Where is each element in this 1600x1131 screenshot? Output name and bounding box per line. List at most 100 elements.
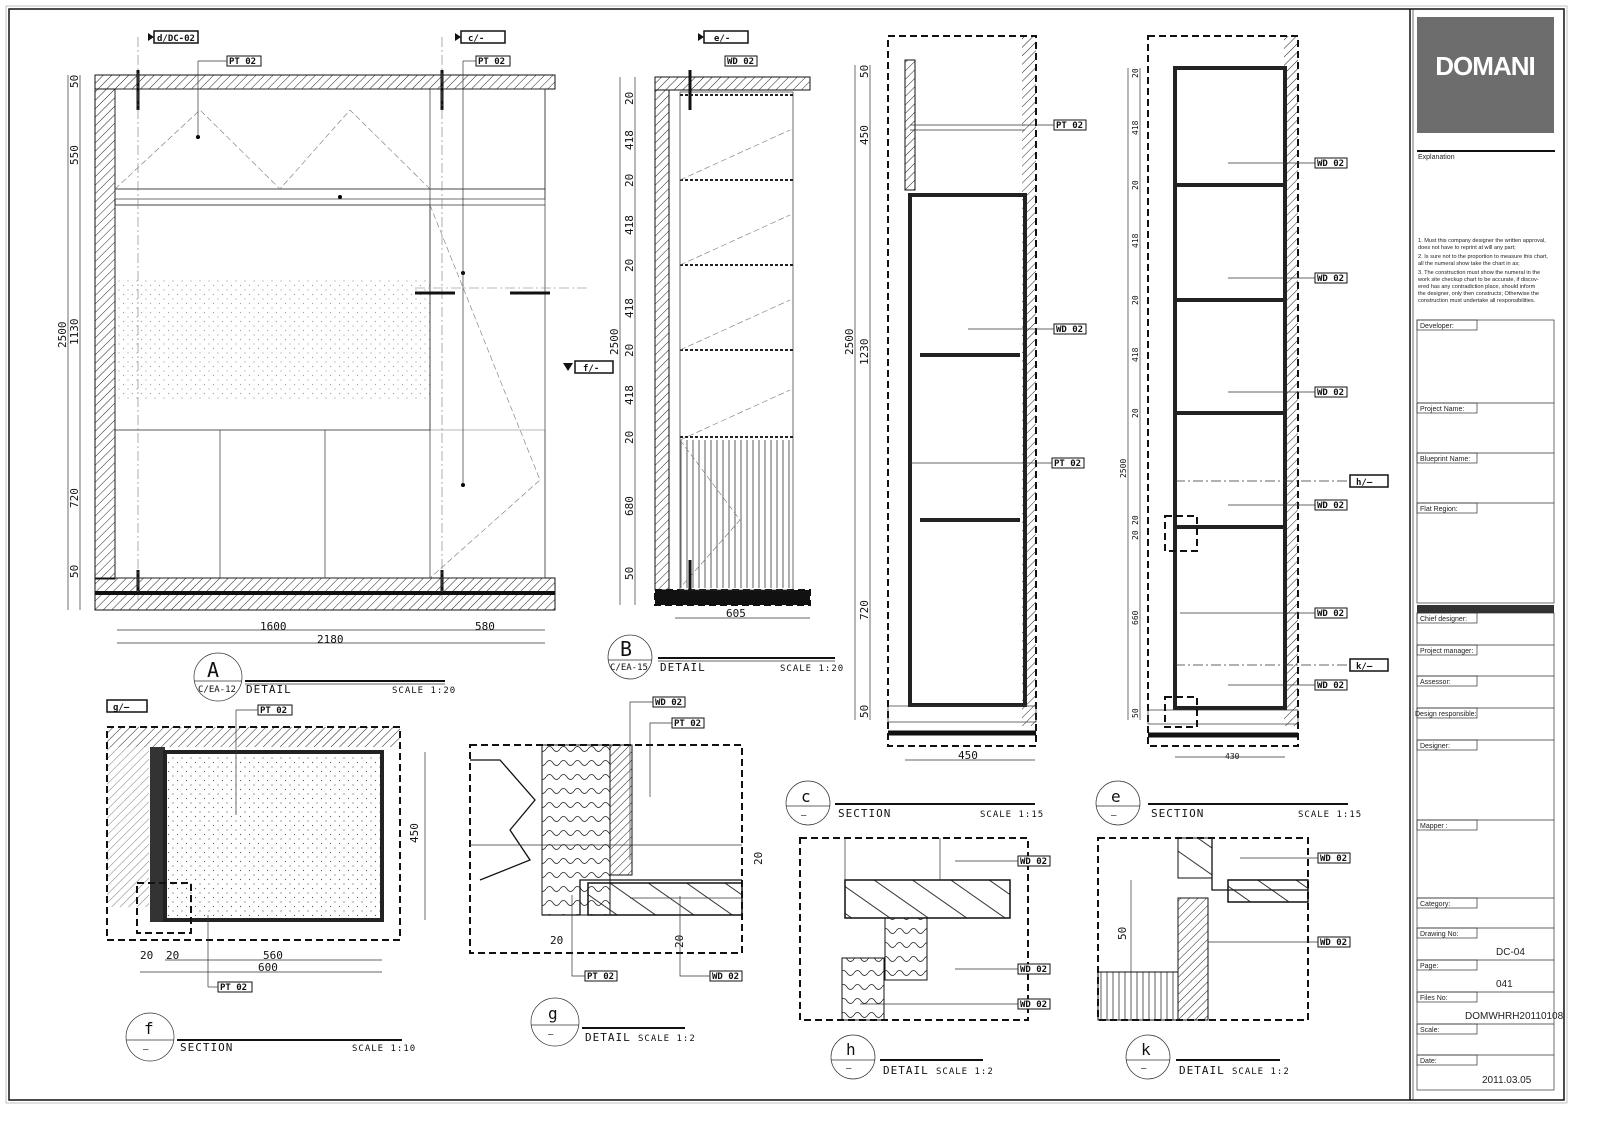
field-label: Date: <box>1420 1058 1437 1065</box>
section-tag[interactable]: h/— <box>1356 478 1373 488</box>
page-number: 041 <box>1496 979 1513 990</box>
section-tag[interactable]: f/- <box>583 364 599 374</box>
field-label: Files No: <box>1420 995 1448 1002</box>
section-tag[interactable]: d/DC-02 <box>157 34 195 44</box>
field-label: Project manager: <box>1420 648 1473 655</box>
drawing-date: 2011.03.05 <box>1482 1075 1532 1086</box>
view-title: DETAIL <box>1179 1064 1225 1077</box>
material-tag: WD 02 <box>1317 609 1344 619</box>
dim-label: 1600 <box>260 620 287 633</box>
dim-label: 50 <box>68 565 81 578</box>
view-title: DETAIL <box>660 661 706 674</box>
view-scale: SCALE 1:10 <box>352 1044 416 1054</box>
dim-label: 20 <box>752 852 765 865</box>
field-label: Drawing No: <box>1420 931 1459 938</box>
dim-label: 2500 <box>56 322 69 349</box>
dim-label: 20 <box>1131 515 1140 525</box>
field-label: Blueprint Name: <box>1420 456 1470 463</box>
svg-text:ered has any contradiction pla: ered has any contradiction place, should… <box>1418 284 1536 290</box>
dim-label: 20 <box>1131 530 1140 540</box>
view-scale: SCALE 1:20 <box>780 664 844 674</box>
dim-label: 418 <box>623 130 636 150</box>
dim-label: 580 <box>475 620 495 633</box>
dim-label: 20 <box>140 949 153 962</box>
material-tag: WD 02 <box>727 57 754 67</box>
view-f-section: g/— PT 02 PT 02 450 560 600 20 20 f — SE… <box>106 699 426 1062</box>
view-id: k <box>1141 1040 1151 1059</box>
field-label: Mapper : <box>1420 823 1448 830</box>
material-tag: WD 02 <box>1317 501 1344 511</box>
view-scale: SCALE 1:15 <box>980 810 1044 820</box>
material-tag: WD 02 <box>1320 854 1347 864</box>
dim-label: 20 <box>1131 408 1140 418</box>
material-tag: WD 02 <box>1317 681 1344 691</box>
section-tag[interactable]: g/— <box>113 703 130 713</box>
dim-label: 418 <box>623 298 636 318</box>
dim-label: 2500 <box>608 329 621 356</box>
material-tag: WD 02 <box>1317 274 1344 284</box>
domani-logo <box>1417 17 1554 133</box>
view-k-detail: 50 WD 02 WD 02 k — DETAIL SCALE 1:2 <box>1097 837 1351 1080</box>
view-ref: — <box>1141 1064 1147 1074</box>
material-tag: WD 02 <box>1020 857 1047 867</box>
field-label: Scale: <box>1420 1027 1440 1034</box>
view-scale: SCALE 1:20 <box>392 686 456 696</box>
dim-label: 50 <box>1116 927 1129 940</box>
explanation-notes: 1. Must this company designer the writte… <box>1417 238 1548 304</box>
dim-label: 50 <box>1131 708 1140 718</box>
section-tag[interactable]: k/— <box>1356 662 1373 672</box>
dim-label: 430 <box>1225 752 1240 761</box>
material-tag: WD 02 <box>1020 1000 1047 1010</box>
files-number: DOMWHRH20110108 <box>1465 1011 1564 1022</box>
dim-label: 20 <box>1131 295 1140 305</box>
dim-label: 50 <box>68 75 81 88</box>
field-label: Assessor: <box>1420 679 1451 686</box>
material-tag: PT 02 <box>587 972 614 982</box>
sheet-border <box>8 8 1565 1101</box>
section-tag[interactable]: c/- <box>468 34 484 44</box>
field-label: Developer: <box>1420 323 1454 330</box>
material-tag: PT 02 <box>478 57 505 67</box>
material-tag: PT 02 <box>229 57 256 67</box>
dim-label: 2180 <box>317 633 344 646</box>
field-label: Designer: <box>1420 743 1450 750</box>
dim-label: 20 <box>1131 68 1140 78</box>
view-title: DETAIL <box>246 683 292 696</box>
material-tag: PT 02 <box>1056 121 1083 131</box>
view-title: SECTION <box>180 1041 233 1054</box>
dim-label: 418 <box>1131 347 1140 362</box>
view-ref: — <box>143 1045 149 1055</box>
view-scale: SCALE 1:2 <box>936 1067 994 1077</box>
material-tag: WD 02 <box>1317 159 1344 169</box>
view-id: B <box>620 637 632 661</box>
dim-label: 20 <box>623 259 636 272</box>
dim-label: 605 <box>726 607 746 620</box>
material-tag: WD 02 <box>655 698 682 708</box>
svg-text:3. The construction must show: 3. The construction must show the numera… <box>1418 270 1540 276</box>
field-label: Design responsible: <box>1415 711 1477 718</box>
view-ref: C/EA-12 <box>198 685 236 695</box>
dim-label: 418 <box>1131 120 1140 135</box>
dim-label: 20 <box>166 949 179 962</box>
view-title: DETAIL <box>883 1064 929 1077</box>
dim-label: 20 <box>623 174 636 187</box>
field-label: Chief designer: <box>1420 616 1467 623</box>
dim-label: 50 <box>858 65 871 78</box>
field-label: Category: <box>1420 901 1450 908</box>
svg-text:all the numeral show take the: all the numeral show take the chart in a… <box>1418 261 1520 267</box>
dim-label: 418 <box>623 215 636 235</box>
field-label: Flat Region: <box>1420 506 1458 513</box>
section-tag[interactable]: e/- <box>714 34 730 44</box>
material-tag: PT 02 <box>1054 459 1081 469</box>
dim-label: 600 <box>258 961 278 974</box>
dim-label: 50 <box>858 705 871 718</box>
dim-label: 418 <box>1131 233 1140 248</box>
view-title: SECTION <box>1151 807 1204 820</box>
material-tag: PT 02 <box>674 719 701 729</box>
material-tag: WD 02 <box>712 972 739 982</box>
view-ref: — <box>801 811 807 821</box>
field-label: Project Name: <box>1420 406 1464 413</box>
material-tag: PT 02 <box>260 706 287 716</box>
dim-label: 20 <box>623 431 636 444</box>
